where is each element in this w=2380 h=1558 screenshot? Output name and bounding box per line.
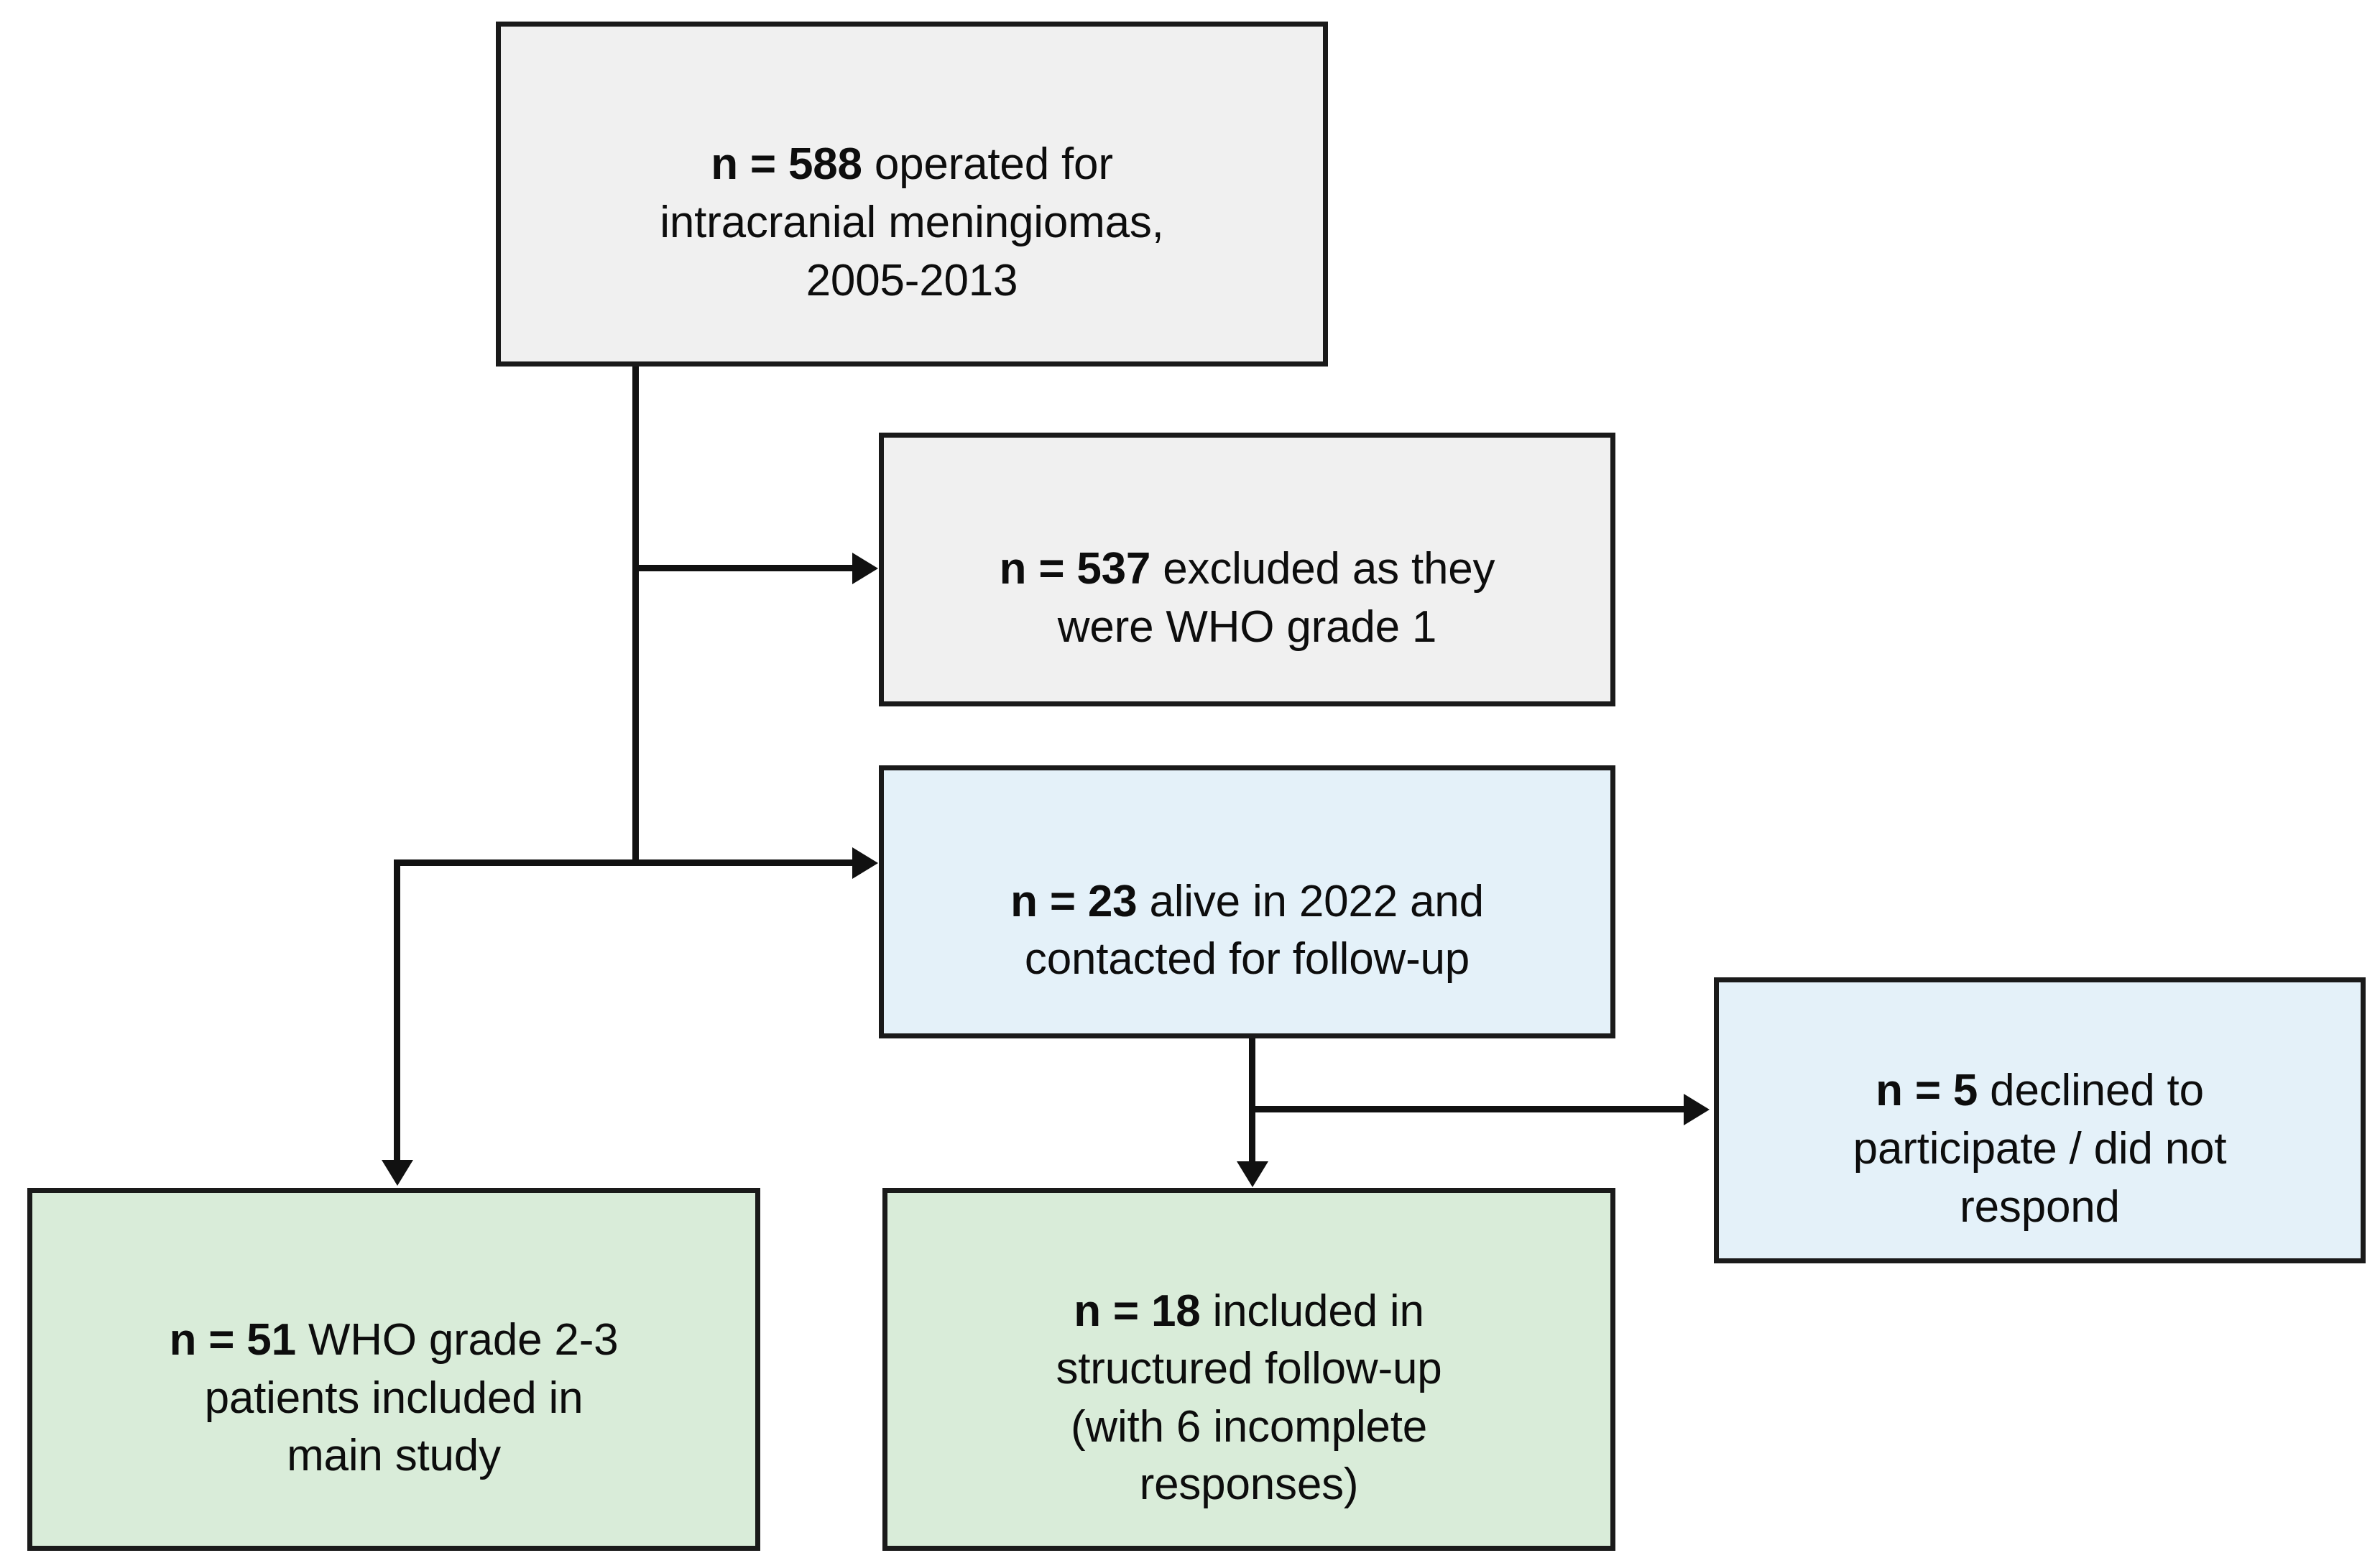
node-excluded: n = 537 excluded as they were WHO grade … bbox=[879, 433, 1615, 706]
arrowhead-excluded bbox=[852, 553, 878, 584]
node-structured-followup: n = 18 included in structured follow-up … bbox=[882, 1188, 1615, 1551]
node-alive-contacted-count: n = 23 bbox=[1010, 876, 1138, 926]
node-enrolled-count: n = 588 bbox=[711, 139, 862, 190]
arrowhead-structured-followup bbox=[1237, 1161, 1268, 1187]
connector-enrolled-to-main-study-horizontal bbox=[394, 859, 638, 866]
connector-alive-to-structured-vertical bbox=[1249, 1038, 1255, 1163]
arrowhead-alive-contacted bbox=[852, 847, 878, 879]
node-declined-text: n = 5 declined to participate / did not … bbox=[1853, 1005, 2227, 1236]
node-declined-count: n = 5 bbox=[1876, 1066, 1978, 1116]
connector-enrolled-to-alive bbox=[635, 859, 854, 866]
node-enrolled: n = 588 operated for intracranial mening… bbox=[496, 22, 1328, 367]
node-structured-followup-count: n = 18 bbox=[1074, 1286, 1201, 1336]
connector-enrolled-to-excluded bbox=[635, 565, 854, 571]
node-enrolled-description: operated for intracranial meningiomas, 2… bbox=[660, 139, 1164, 305]
node-main-study-description: WHO grade 2-3 patients included in main … bbox=[204, 1314, 619, 1481]
node-main-study: n = 51 WHO grade 2-3 patients included i… bbox=[27, 1188, 760, 1551]
node-alive-contacted-text: n = 23 alive in 2022 and contacted for f… bbox=[1010, 815, 1484, 989]
node-alive-contacted: n = 23 alive in 2022 and contacted for f… bbox=[879, 765, 1615, 1038]
node-structured-followup-text: n = 18 included in structured follow-up … bbox=[1056, 1225, 1442, 1514]
arrowhead-main-study bbox=[382, 1160, 413, 1186]
node-enrolled-text: n = 588 operated for intracranial mening… bbox=[660, 78, 1164, 310]
node-main-study-text: n = 51 WHO grade 2-3 patients included i… bbox=[170, 1253, 619, 1485]
connector-enrolled-to-main-study-vertical bbox=[394, 859, 400, 1161]
node-structured-followup-description: included in structured follow-up (with 6… bbox=[1056, 1286, 1442, 1510]
node-declined: n = 5 declined to participate / did not … bbox=[1714, 977, 2366, 1263]
node-excluded-text: n = 537 excluded as they were WHO grade … bbox=[1000, 483, 1495, 657]
node-alive-contacted-description: alive in 2022 and contacted for follow-u… bbox=[1024, 876, 1484, 985]
connector-trunk-enrolled-vertical bbox=[632, 367, 639, 862]
connector-alive-to-declined bbox=[1252, 1106, 1684, 1112]
node-declined-description: declined to participate / did not respon… bbox=[1853, 1066, 2227, 1232]
node-main-study-count: n = 51 bbox=[169, 1314, 296, 1365]
node-excluded-description: excluded as they were WHO grade 1 bbox=[1057, 544, 1495, 652]
arrowhead-declined bbox=[1684, 1094, 1710, 1125]
node-excluded-count: n = 537 bbox=[999, 544, 1151, 594]
